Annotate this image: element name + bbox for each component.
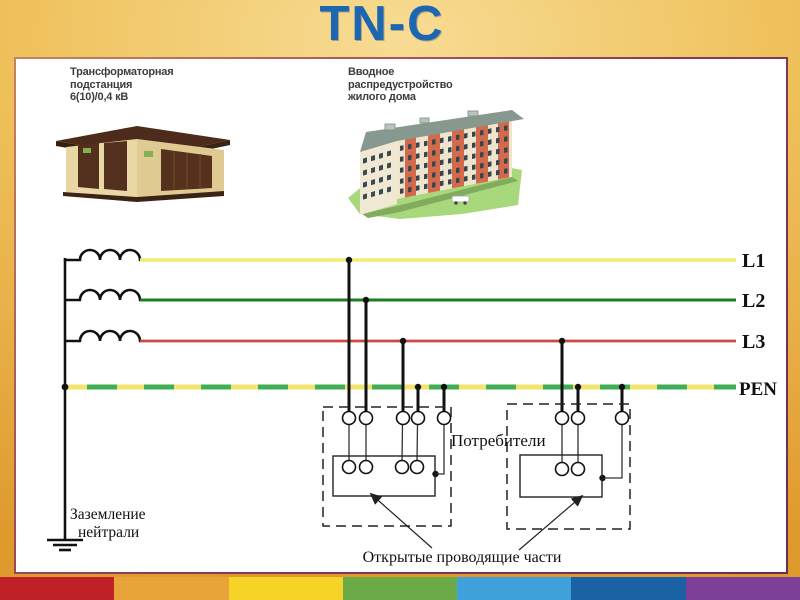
coil-l1	[63, 248, 142, 262]
ground-icon	[47, 538, 83, 552]
exposed-parts-arrows	[369, 492, 584, 551]
consumer-drop-lines	[347, 260, 624, 412]
apartment-illustration	[348, 110, 524, 219]
terminal-circles	[341, 410, 630, 477]
page-title: TN-C	[319, 0, 445, 51]
exposed-parts-label: Открытые проводящие части	[363, 549, 562, 566]
building-roof	[360, 110, 524, 152]
coil-l3	[78, 329, 142, 343]
consumer-box-1	[322, 406, 452, 527]
coil-l2	[78, 288, 142, 302]
stripe-orange	[114, 577, 229, 600]
l1-label: L1	[742, 250, 765, 272]
l2-label: L2	[742, 290, 765, 312]
stripe-light-blue	[457, 577, 572, 600]
appliance-box-2	[519, 454, 603, 498]
consumers-label: Потребители	[451, 431, 546, 450]
pen-label: PEN	[739, 379, 777, 400]
stripe-red	[0, 577, 115, 600]
stripe-yellow	[228, 577, 343, 600]
pen-tap-1	[437, 424, 445, 475]
substation-caption: Трансформаторная подстанция 6(10)/0,4 кВ	[70, 66, 174, 103]
car	[451, 195, 470, 205]
stripe-dark-blue	[571, 577, 686, 600]
building-end-face	[360, 141, 397, 215]
building-front-face	[397, 118, 512, 199]
stripe-purple	[685, 577, 800, 600]
transformer-coils	[63, 248, 142, 343]
appliance-box-1	[332, 455, 436, 497]
terminal-connectors	[348, 424, 623, 479]
ground-label-line1: Заземление	[70, 506, 146, 523]
pen-tap-2	[604, 424, 623, 479]
ground-label-line2: нейтрали	[78, 524, 139, 541]
consumer-box-2	[506, 403, 631, 530]
stripe-green	[342, 577, 458, 600]
l3-label: L3	[742, 331, 765, 353]
footer-stripes	[0, 577, 800, 600]
substation-door	[104, 141, 127, 191]
substation-door	[78, 143, 99, 189]
building-caption: Вводное распредустройство жилого дома	[348, 66, 453, 103]
substation-illustration	[56, 126, 230, 202]
